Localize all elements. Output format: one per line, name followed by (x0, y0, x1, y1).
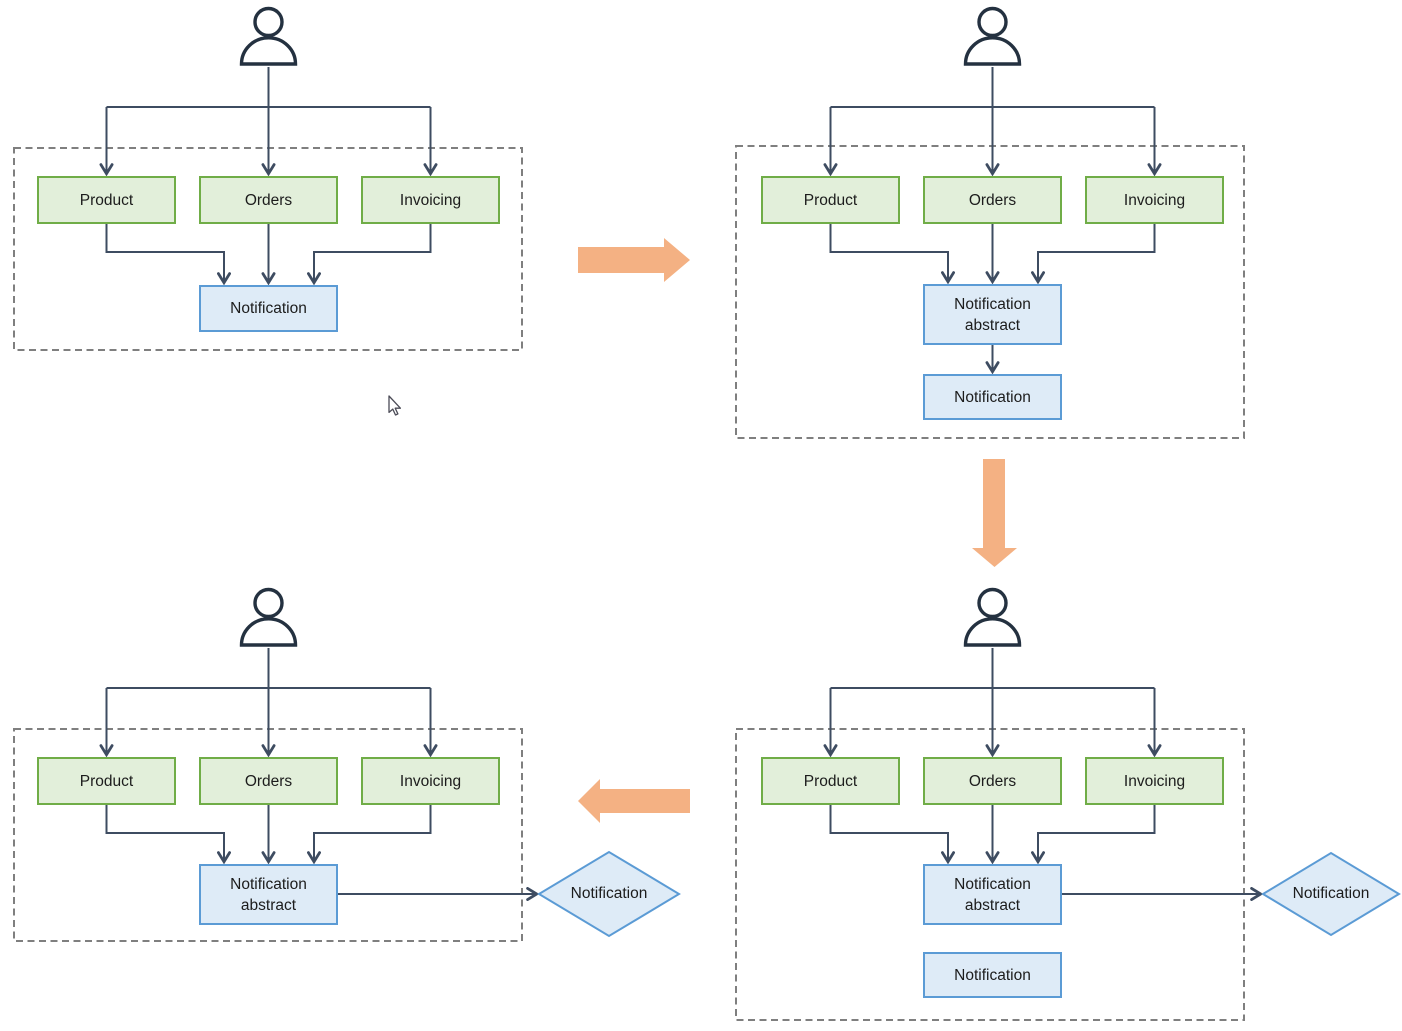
user-icon (963, 587, 1022, 647)
notification-diamond-label-bottom-left[interactable]: Notification (570, 885, 648, 902)
service-box-invoicing-bottom-right[interactable]: Invoicing (1085, 757, 1224, 805)
connector (105, 805, 231, 865)
notification-diamond[interactable] (1261, 851, 1401, 937)
service-box-orders-top-right[interactable]: Orders (923, 176, 1062, 224)
user-head (253, 587, 284, 619)
service-box-product-bottom-left[interactable]: Product (37, 757, 176, 805)
user-head (977, 6, 1008, 38)
service-box-product-bottom-right[interactable]: Product (761, 757, 900, 805)
service-box-product-top-right[interactable]: Product (761, 176, 900, 224)
notification-box-bottom-right[interactable]: Notification (923, 952, 1062, 998)
notification-abstract-box-bottom-right[interactable]: Notification abstract (923, 864, 1062, 925)
cursor-arrow (388, 395, 402, 416)
connectors (823, 67, 1162, 375)
connector (307, 224, 432, 286)
service-box-invoicing-top-left[interactable]: Invoicing (361, 176, 500, 224)
connector (829, 224, 955, 285)
service-box-orders-top-left[interactable]: Orders (199, 176, 338, 224)
transition-arrow-left-icon[interactable] (578, 779, 690, 823)
connectors (99, 67, 438, 286)
panel-top-right (735, 6, 1245, 439)
connector (1031, 224, 1156, 285)
notification-abstract-box-top-right[interactable]: Notification abstract (923, 284, 1062, 345)
notification-diamond-label-bottom-right[interactable]: Notification (1292, 885, 1370, 902)
user-head (977, 587, 1008, 619)
notification-diamond[interactable] (537, 850, 681, 938)
connector (105, 224, 231, 286)
connectors (99, 648, 540, 901)
user-body (963, 36, 1022, 66)
panel-frame (735, 145, 1245, 439)
panel-bottom-right (735, 587, 1401, 1021)
connector (307, 805, 432, 865)
connector (1031, 805, 1156, 865)
transition-arrow-down-icon[interactable] (972, 459, 1017, 567)
panel-bottom-left (13, 587, 681, 942)
transition-arrow-right-icon[interactable] (578, 238, 690, 282)
user-head (253, 6, 284, 38)
user-body (963, 617, 1022, 647)
connector (829, 805, 955, 865)
notification-box-top-left[interactable]: Notification (199, 285, 338, 332)
panel-frame (735, 728, 1245, 1021)
connectors (823, 648, 1264, 901)
service-box-invoicing-bottom-left[interactable]: Invoicing (361, 757, 500, 805)
user-body (239, 617, 298, 647)
user-body (239, 36, 298, 66)
panel-top-left (13, 6, 523, 351)
service-box-orders-bottom-left[interactable]: Orders (199, 757, 338, 805)
user-icon (239, 587, 298, 647)
notification-box-top-right[interactable]: Notification (923, 374, 1062, 420)
mouse-cursor-icon (388, 395, 402, 416)
notification-abstract-box-bottom-left[interactable]: Notification abstract (199, 864, 338, 925)
service-box-product-top-left[interactable]: Product (37, 176, 176, 224)
user-icon (239, 6, 298, 66)
service-box-orders-bottom-right[interactable]: Orders (923, 757, 1062, 805)
user-icon (963, 6, 1022, 66)
service-box-invoicing-top-right[interactable]: Invoicing (1085, 176, 1224, 224)
